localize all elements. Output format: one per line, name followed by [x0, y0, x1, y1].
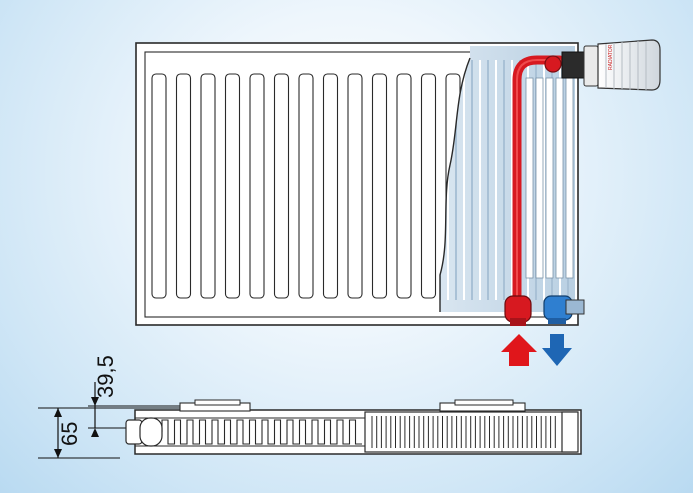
fin-slot	[396, 73, 412, 299]
thermostat-head-icon: RADIATOR	[561, 39, 661, 91]
convector-fins-left	[161, 419, 362, 445]
fin-slot	[249, 73, 265, 299]
fin-slot	[371, 73, 388, 299]
thermostat-brand-label: RADIATOR	[608, 44, 614, 70]
convector-fins-right	[371, 416, 556, 448]
arrow-down-icon	[542, 334, 572, 366]
cutaway-section	[439, 46, 575, 312]
fin-slot	[347, 73, 363, 299]
fin-slot	[420, 73, 437, 299]
arrow-up-icon	[501, 334, 537, 366]
dimension-39-5-label: 39,5	[93, 355, 118, 398]
cutaway-edge	[439, 57, 471, 312]
radiator-top-view	[125, 399, 582, 455]
dimension-annotations: 39,5 65	[38, 355, 180, 459]
valve-inlet	[544, 55, 562, 73]
fin-slot	[151, 73, 167, 299]
fin-slot	[200, 73, 216, 299]
fin-slot	[224, 73, 241, 299]
fin-slot	[175, 73, 192, 299]
bottom-connections	[504, 295, 585, 326]
dimension-65-label: 65	[57, 422, 82, 446]
fin-slot	[273, 73, 290, 299]
fin-slot	[298, 73, 314, 299]
fin-slot	[322, 73, 339, 299]
